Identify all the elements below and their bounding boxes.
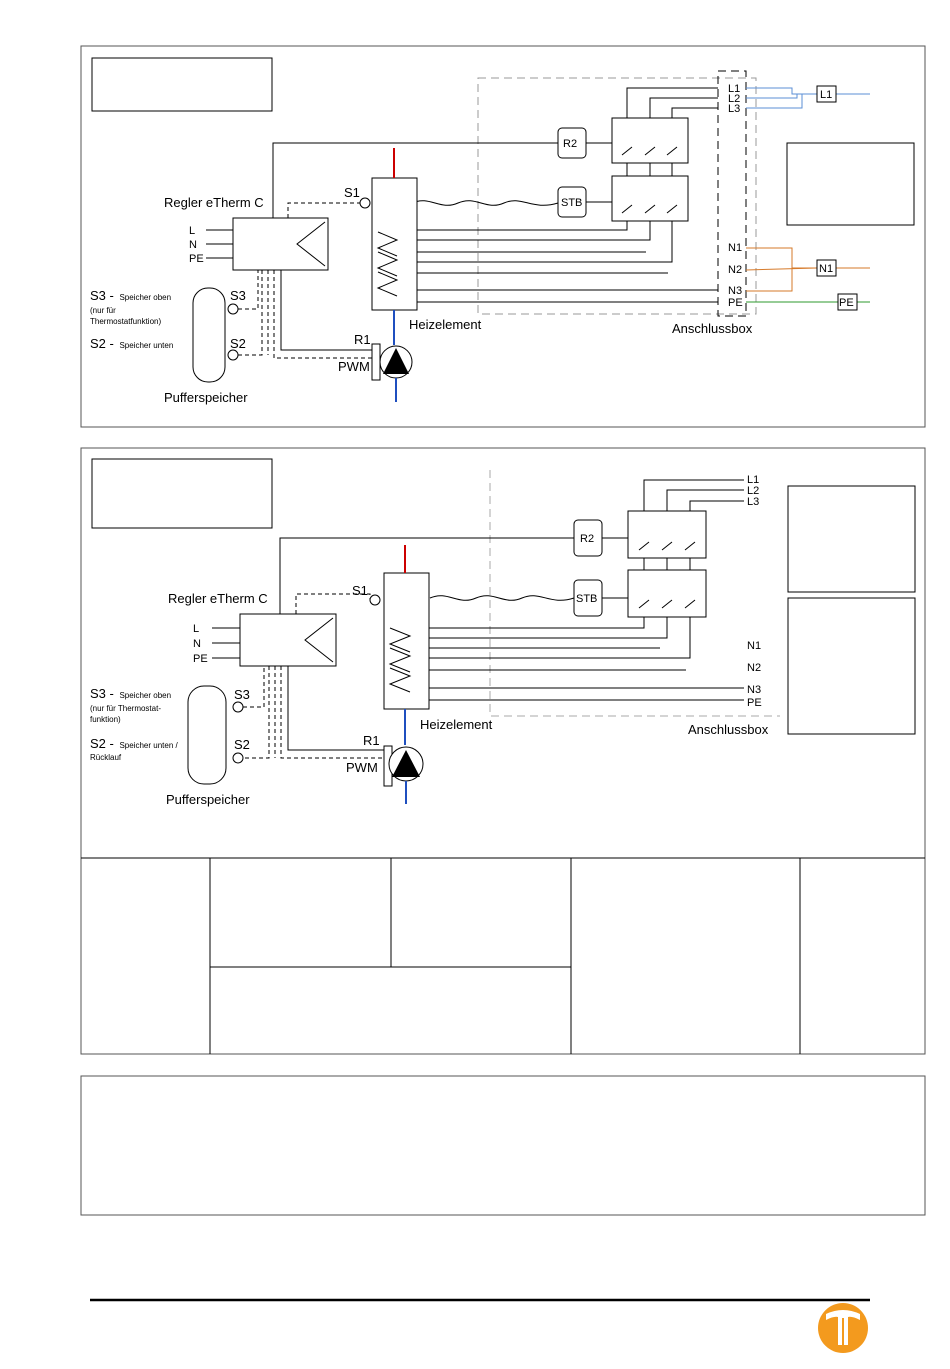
sensor-s2-1 [227, 349, 239, 361]
capillary-2 [429, 595, 575, 601]
s3-note2-2: funktion) [90, 715, 121, 724]
buffer-tank-2 [187, 685, 227, 785]
heating-element-1 [371, 148, 418, 345]
heating-element-2 [383, 545, 430, 745]
controller-1 [232, 217, 329, 271]
legend-table [81, 857, 925, 1054]
sensor-s3-2 [232, 701, 244, 713]
info-box-1 [786, 142, 915, 226]
sensor-s1-2 [369, 594, 381, 606]
terminal-n2-1: N2 [728, 264, 742, 276]
ext-l1-label-1: L1 [820, 89, 832, 101]
controller-2 [239, 613, 337, 667]
relay-r1-label-2: R1 [363, 733, 380, 748]
sensor-s3-label-2: S3 [234, 687, 250, 702]
relay-r2-label-2: R2 [580, 533, 594, 545]
notes-box [80, 1075, 926, 1216]
terminal-l2-2: L2 [747, 485, 759, 497]
s3-note1-1: (nur für [90, 306, 116, 315]
mains-pe-2: PE [193, 653, 208, 665]
anschlussbox-boundary-2 [489, 470, 780, 717]
sensor-s2-label-2: S2 [234, 737, 250, 752]
s3-note1-2: (nur für Thermostat- [90, 704, 161, 713]
sensor-s1-label-1: S1 [344, 185, 360, 200]
heater-label-2: Heizelement [420, 717, 493, 732]
s3-desc-1: S3 - Speicher oben [90, 288, 171, 303]
relay-r1-label-1: R1 [354, 332, 371, 347]
diagram-panel-1: Regler eTherm C L N PE R2 STB [80, 45, 926, 428]
mains-l-1: L [189, 225, 195, 237]
ext-pe-box-1 [837, 293, 858, 311]
buffer-label-1: Pufferspeicher [164, 390, 248, 405]
s2-note1-2: Rücklauf [90, 753, 122, 762]
anschlussbox-label-2: Anschlussbox [688, 722, 769, 737]
mains-l-2: L [193, 623, 199, 635]
terminal-pe-2: PE [747, 697, 762, 709]
capillary-1 [411, 200, 559, 206]
sensor-s2-label-1: S2 [230, 336, 246, 351]
stb-label-2: STB [576, 593, 597, 605]
info-box-2a [787, 485, 916, 593]
controller-label-2: Regler eTherm C [168, 591, 268, 606]
diagram-panel-2: Regler eTherm C L N PE R2 STB L1 L2 L3 [80, 447, 926, 1055]
anschlussbox-boundary-1 [477, 77, 757, 315]
terminal-n3-1: N3 [728, 285, 742, 297]
terminal-l2-1: L2 [728, 93, 740, 105]
relay-r2-label-1: R2 [563, 138, 577, 150]
ext-n1-label-1: N1 [819, 263, 833, 275]
terminal-l3-2: L3 [747, 496, 759, 508]
stb-label-1: STB [561, 197, 582, 209]
title-box-1 [91, 57, 273, 112]
controller-label-1: Regler eTherm C [164, 195, 264, 210]
s3-desc-2: S3 - Speicher oben [90, 686, 171, 701]
s2-desc-1: S2 - Speicher unten [90, 336, 173, 351]
terminal-l1-2: L1 [747, 474, 759, 486]
terminal-n2-2: N2 [747, 662, 761, 674]
sensor-s2-2 [232, 752, 244, 764]
terminal-pe-1: PE [728, 297, 743, 309]
heater-label-1: Heizelement [409, 317, 482, 332]
terminal-n1-1: N1 [728, 242, 742, 254]
panel-1-frame [80, 45, 926, 428]
sensor-s3-label-1: S3 [230, 288, 246, 303]
terminal-l3-1: L3 [728, 103, 740, 115]
title-box-2 [91, 458, 273, 529]
stb-contacts-1 [611, 175, 689, 222]
buffer-label-2: Pufferspeicher [166, 792, 250, 807]
brand-logo [818, 1303, 868, 1353]
mains-n-1: N [189, 239, 197, 251]
mains-pe-1: PE [189, 253, 204, 265]
sensor-s1-1 [359, 197, 371, 209]
s3-note2-1: Thermostatfunktion) [90, 317, 161, 326]
ext-n1-box-1 [816, 259, 837, 277]
contactor-1 [611, 117, 689, 164]
pwm-module-1 [371, 343, 381, 381]
anschlussbox-label-1: Anschlussbox [672, 321, 753, 336]
terminal-strip-1 [717, 70, 747, 317]
terminal-l1-1: L1 [728, 83, 740, 95]
panel-2-frame [80, 447, 926, 1055]
pwm-label-1: PWM [338, 359, 370, 374]
buffer-tank-1 [192, 287, 226, 383]
ext-pe-label-1: PE [839, 297, 854, 309]
stb-contacts-2 [627, 569, 707, 618]
sensor-s1-label-2: S1 [352, 583, 368, 598]
terminal-n1-2: N1 [747, 640, 761, 652]
s2-desc-2: S2 - Speicher unten / [90, 736, 179, 751]
ext-l1-box-1 [816, 85, 837, 103]
contactor-2 [627, 510, 707, 559]
pwm-label-2: PWM [346, 760, 378, 775]
terminal-n3-2: N3 [747, 684, 761, 696]
mains-n-2: N [193, 638, 201, 650]
sensor-s3-1 [227, 303, 239, 315]
info-box-2b [787, 597, 916, 735]
